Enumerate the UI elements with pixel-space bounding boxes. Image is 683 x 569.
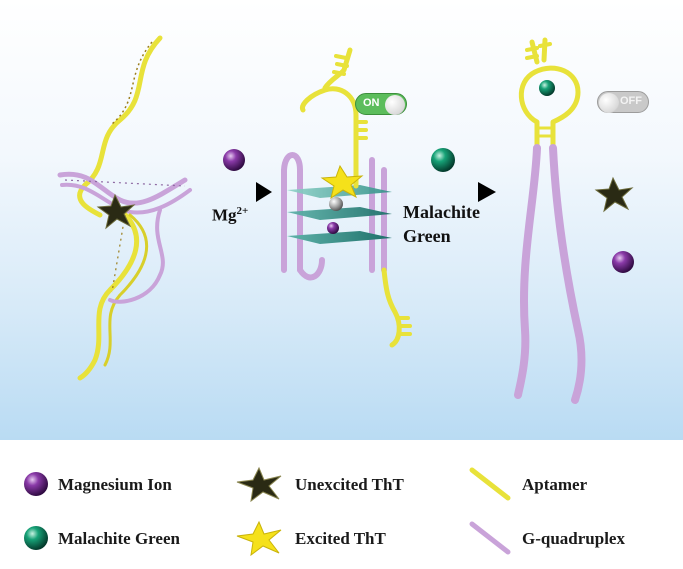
aptamer-mg-complex <box>514 37 586 404</box>
excited-tht-icon <box>320 164 364 200</box>
released-gquad-strand-1 <box>514 144 541 399</box>
free-unexcited-tht-icon <box>594 176 634 213</box>
unexcited-tht-legend-icon <box>236 466 282 502</box>
unexcited-tht-icon <box>96 193 136 230</box>
malachite-green-bound-icon <box>539 80 555 96</box>
g-quadruplex-legend-icon <box>469 521 511 555</box>
released-gquad-strand-2 <box>549 144 586 404</box>
scheme-drawing <box>57 35 634 404</box>
malachite-label-line2: Green <box>403 226 451 246</box>
legend-label: Malachite Green <box>58 529 180 548</box>
switch-knob <box>385 95 405 115</box>
legend-label: Magnesium Ion <box>58 475 172 494</box>
arrow-step-1 <box>195 182 272 202</box>
magnesium-ion-core-icon <box>327 222 339 234</box>
magnesium-ion-icon <box>223 149 245 171</box>
switch-knob <box>599 93 619 113</box>
reaction-scheme: Mg2+ Malachite Green ON OFF <box>0 0 683 440</box>
off-switch-icon: OFF <box>597 91 649 113</box>
magnesium-ion-legend-icon <box>24 472 48 496</box>
arrow-step-2 <box>402 182 496 202</box>
legend-label: Aptamer <box>522 475 588 494</box>
grey-ion-icon <box>329 197 343 211</box>
malachite-label-line1: Malachite <box>403 202 480 222</box>
malachite-green-icon <box>431 148 455 172</box>
on-switch-text: ON <box>363 97 380 109</box>
excited-tht-legend-icon <box>236 520 282 556</box>
malachite-green-legend-icon <box>24 526 48 550</box>
gquad-strand-left <box>57 171 188 206</box>
dna-duplex <box>57 35 192 381</box>
aptamer-strand-upper <box>77 35 163 218</box>
aptamer-legend-icon <box>469 467 511 501</box>
off-switch-text: OFF <box>620 95 642 107</box>
legend-label: Unexcited ThT <box>295 475 404 494</box>
legend-label: G-quadruplex <box>522 529 625 548</box>
free-magnesium-ion-icon <box>612 251 634 273</box>
gquadruplex-complex <box>281 47 412 348</box>
legend: Magnesium Ion Malachite Green Unexcited … <box>0 440 683 569</box>
malachite-green-arrow-label: Malachite Green <box>403 200 480 248</box>
on-switch-icon: ON <box>355 93 407 115</box>
aptamer-strand-lower <box>77 207 140 381</box>
mg2-label: Mg2+ <box>212 205 249 225</box>
legend-label: Excited ThT <box>295 529 386 548</box>
